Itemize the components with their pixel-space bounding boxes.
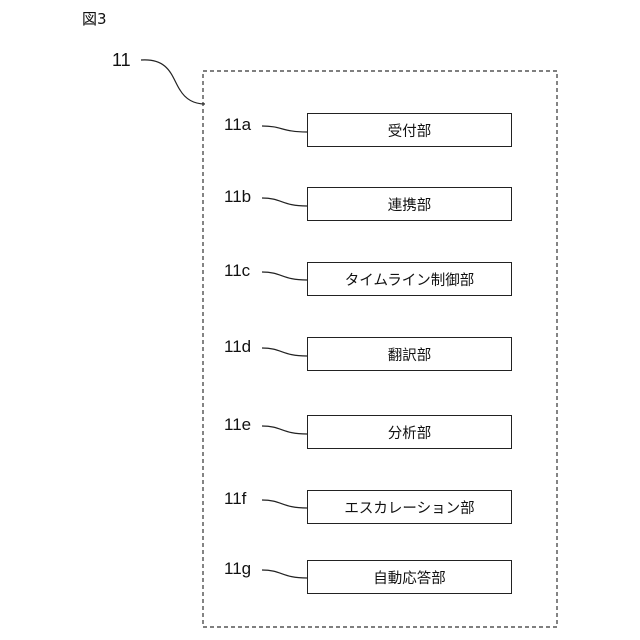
container-ref-label: 11 (112, 50, 131, 71)
unit-ref-11f: 11f (224, 489, 246, 509)
unit-box-timeline-control: タイムライン制御部 (307, 262, 512, 296)
unit-ref-11g: 11g (224, 559, 251, 579)
unit-box-reception: 受付部 (307, 113, 512, 147)
unit-ref-11c: 11c (224, 261, 250, 281)
figure-label: 図3 (82, 8, 107, 29)
unit-ref-11a: 11a (224, 115, 251, 135)
leader-line-11g (262, 570, 307, 578)
unit-box-translation: 翻訳部 (307, 337, 512, 371)
unit-ref-11b: 11b (224, 187, 251, 207)
leader-line-11e (262, 426, 307, 434)
leader-line-container (141, 60, 205, 104)
unit-ref-11e: 11e (224, 415, 251, 435)
leader-line-11f (262, 500, 307, 508)
leader-line-11b (262, 198, 307, 206)
unit-box-analysis: 分析部 (307, 415, 512, 449)
unit-box-coordination: 連携部 (307, 187, 512, 221)
leader-line-11a (262, 126, 307, 132)
unit-ref-11d: 11d (224, 337, 251, 357)
leader-line-11d (262, 348, 307, 356)
unit-box-auto-response: 自動応答部 (307, 560, 512, 594)
unit-box-escalation: エスカレーション部 (307, 490, 512, 524)
leader-line-11c (262, 272, 307, 280)
